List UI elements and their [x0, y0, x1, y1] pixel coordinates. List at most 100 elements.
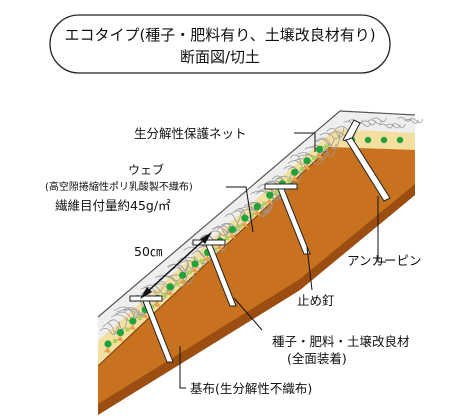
web-fiber-stroke: [216, 223, 239, 237]
label-seed-line-2: (全面装着): [287, 351, 347, 366]
label-web-title: ウェブ: [128, 162, 164, 177]
fertilizer-dot: [312, 155, 317, 160]
title-box: エコタイプ(種子・肥料有り、土壌改良材有り) 断面図/切土: [49, 14, 391, 74]
web-fiber-stroke: [209, 229, 229, 237]
web-fiber-stroke: [99, 326, 118, 336]
web-fiber-stroke: [247, 200, 274, 213]
web-fiber-stroke: [167, 262, 189, 272]
fertilizer-dot: [125, 327, 130, 332]
seed-dot: [380, 136, 388, 144]
seed-dot: [104, 340, 112, 348]
seed-dot: [291, 168, 299, 176]
fertilizer-dot: [225, 236, 229, 240]
soil-amendment-dot: [303, 163, 311, 170]
stopper-nail: [264, 183, 311, 255]
leader-anchor-pin: [377, 196, 386, 263]
label-web-sub: (高空隙捲縮性ポリ乳酸製不織布): [45, 180, 193, 193]
web-fiber-stroke: [114, 310, 140, 321]
seed-dot: [364, 136, 372, 144]
title-line-2: 断面図/切土: [180, 48, 260, 66]
soil-amendment-dot: [290, 175, 298, 182]
seed-dot: [253, 203, 261, 211]
label-stopper-nail: 止め釘: [297, 293, 335, 308]
leader-lines: [179, 132, 386, 389]
web-fiber-stroke: [315, 135, 341, 150]
pins-group: [129, 119, 391, 363]
soil-amendment-dot: [191, 266, 199, 273]
fertilizer-dot: [324, 144, 329, 149]
web-fiber-stroke: [372, 117, 387, 123]
leader-seed: [233, 297, 263, 331]
fertilizer-dot: [287, 178, 292, 183]
soil-amendment-dot: [116, 335, 124, 342]
leader-base-cloth: [179, 346, 186, 389]
seed-dot: [315, 145, 324, 154]
leader-protection-net: [294, 132, 316, 152]
leader-web: [226, 186, 254, 233]
web-fiber-stroke: [361, 120, 376, 126]
seed-dot: [129, 317, 137, 325]
web-fiber-stroke: [224, 211, 242, 223]
web-fiber-stroke: [408, 118, 424, 123]
web-fiber-stroke: [140, 285, 164, 293]
soil-amendment-dot: [216, 244, 223, 250]
width-label: 50㎝: [134, 244, 163, 259]
fertilizer-dot: [175, 281, 180, 286]
seed-dot: [179, 271, 187, 279]
title-frame: [49, 14, 391, 74]
web-fiber-stroke: [213, 224, 231, 236]
web-fiber-stroke: [378, 123, 394, 129]
fertilizer-dot: [237, 224, 242, 229]
web-fiber-stroke: [386, 123, 401, 129]
label-anchor-pin: アンカーピン: [347, 253, 422, 268]
web-fiber-stroke: [317, 138, 335, 146]
fertilizer-dot: [162, 293, 167, 298]
soil-amendment-dot: [141, 312, 149, 319]
fertilizer-dot: [113, 339, 117, 343]
seed-dot: [166, 283, 174, 291]
web-fiber-stroke: [166, 272, 195, 284]
web-fiber-stroke: [107, 317, 128, 330]
slope-cross-section: [97, 110, 424, 415]
soil-amendment-dot: [203, 255, 211, 262]
web-fiber-stroke: [404, 119, 420, 124]
seed-dot: [266, 191, 274, 199]
fertilizer-dot: [212, 247, 217, 252]
title-line-1: エコタイプ(種子・肥料有り、土壌改良材有り): [64, 26, 375, 44]
fertilizer-dot: [299, 167, 304, 172]
seed-dot: [303, 157, 311, 165]
width-dimension: 50㎝: [134, 232, 212, 299]
web-fiber-stroke: [326, 126, 345, 138]
seed-dot: [241, 214, 249, 222]
fertilizer-dot: [200, 258, 205, 263]
soil-amendment-dot: [265, 198, 273, 205]
web-fiber-stroke: [191, 248, 212, 262]
web-fiber-stroke: [143, 282, 170, 295]
soil-amendment-dot: [104, 347, 111, 353]
leader-stopper-nail: [306, 246, 313, 291]
anchor-pin: [342, 119, 391, 202]
fertilizer-dot: [274, 190, 279, 195]
fertilizer-dot: [249, 213, 254, 218]
soil-layer: [98, 145, 415, 415]
label-base-cloth: 基布(生分解性不織布): [190, 381, 312, 396]
stopper-nail: [129, 295, 174, 363]
soil-amendment-dot: [153, 301, 161, 308]
soil-amendment-dot: [253, 209, 261, 216]
web-fiber-stroke: [180, 255, 211, 265]
soil-amendment-dot: [228, 232, 236, 239]
web-fiber-stroke: [391, 123, 406, 128]
web-fiber-stroke: [244, 200, 273, 214]
net-top-line-flat: [339, 110, 416, 116]
fertilizer-dot: [262, 201, 267, 206]
soil-amendment-dot: [240, 221, 248, 228]
web-fiber-stroke: [171, 266, 189, 275]
web-fiber-stroke: [319, 131, 341, 140]
seed-dot: [396, 136, 404, 144]
web-fiber-stroke: [294, 157, 325, 165]
soil-amendment-dot: [128, 324, 136, 331]
web-fiber-stroke: [367, 119, 383, 125]
web-fiber-stroke: [155, 274, 183, 282]
fertilizer-dot: [150, 304, 155, 309]
